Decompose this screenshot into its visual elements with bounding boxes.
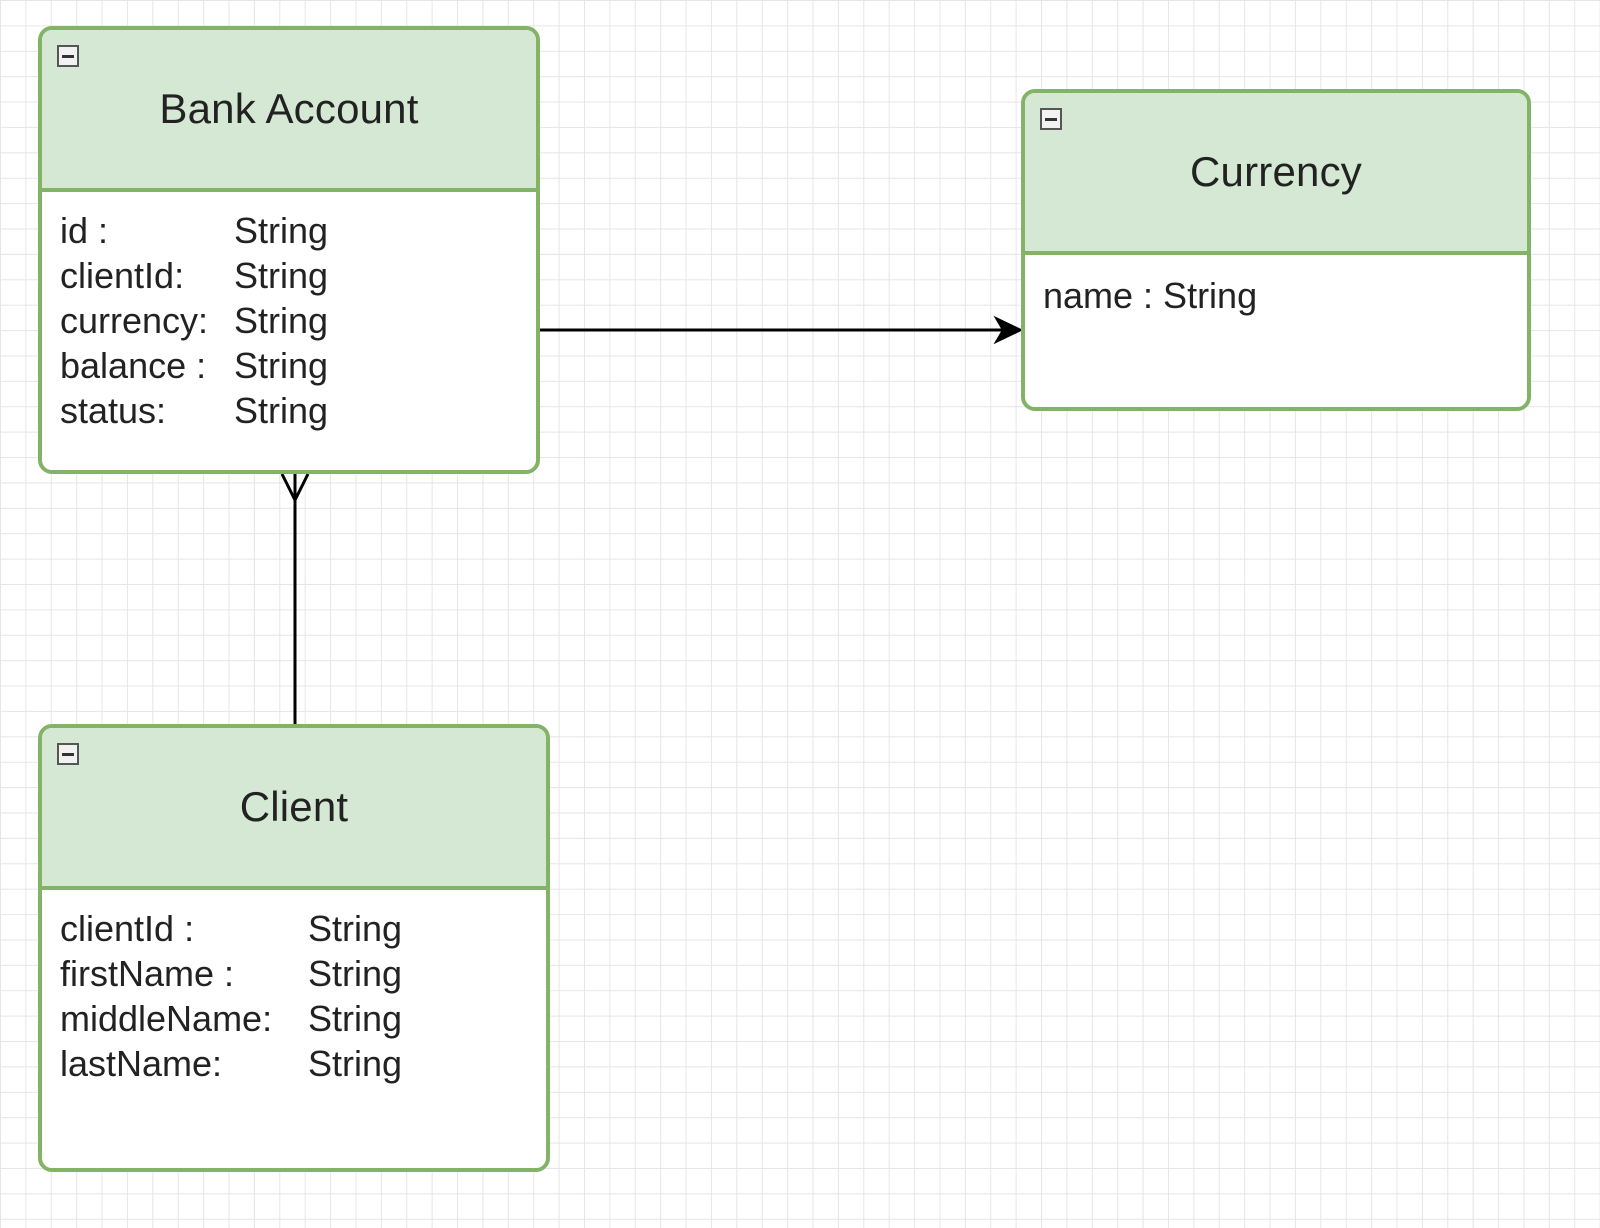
- minus-bar: [1045, 117, 1057, 121]
- attribute-name: clientId:: [60, 255, 185, 296]
- attribute-name: currency:: [60, 300, 209, 341]
- attribute-type: String: [234, 255, 329, 296]
- attribute-type: String: [308, 953, 403, 994]
- attribute-row[interactable]: lastName: String: [60, 1041, 528, 1086]
- entity-header[interactable]: Bank Account: [42, 30, 536, 192]
- connector-bank-account-to-currency[interactable]: [540, 315, 1024, 345]
- minus-square-icon[interactable]: [1040, 108, 1062, 130]
- minus-bar: [62, 752, 74, 756]
- attribute-name: firstName :: [60, 953, 235, 994]
- entity-attributes: clientId : String firstName : String mid…: [42, 890, 546, 1086]
- attribute-type: String: [234, 345, 329, 386]
- attribute-row[interactable]: clientId: String: [60, 253, 518, 298]
- attribute-name: id :: [60, 210, 109, 251]
- minus-bar: [62, 54, 74, 58]
- entity-header[interactable]: Client: [42, 728, 546, 890]
- attribute-name: status:: [60, 390, 167, 431]
- entity-attributes: id : String clientId: String currency: S…: [42, 192, 536, 433]
- attribute-row[interactable]: middleName: String: [60, 996, 528, 1041]
- attribute-type: String: [234, 210, 329, 251]
- attribute-row[interactable]: currency: String: [60, 298, 518, 343]
- attribute-type: String: [308, 908, 403, 949]
- entity-currency[interactable]: Currency name : String: [1021, 89, 1531, 411]
- minus-square-icon[interactable]: [57, 743, 79, 765]
- attribute-name: balance :: [60, 345, 207, 386]
- attribute-name: clientId :: [60, 908, 195, 949]
- entity-title: Bank Account: [159, 85, 419, 132]
- entity-title: Client: [239, 783, 349, 830]
- attribute-type: String: [234, 300, 329, 341]
- attribute-row[interactable]: status: String: [60, 388, 518, 433]
- entity-header[interactable]: Currency: [1025, 93, 1527, 255]
- entity-title: Currency: [1190, 148, 1362, 195]
- arrow-head-icon: [993, 315, 1024, 345]
- entity-client[interactable]: Client clientId : String firstName : Str…: [38, 724, 550, 1172]
- attribute-row[interactable]: name : String: [1043, 273, 1509, 318]
- attribute-text: name : String: [1043, 275, 1258, 316]
- attribute-row[interactable]: balance : String: [60, 343, 518, 388]
- attribute-name: middleName:: [60, 998, 273, 1039]
- attribute-type: String: [308, 998, 403, 1039]
- entity-attributes: name : String: [1025, 255, 1527, 318]
- connector-client-to-bank-account[interactable]: [280, 473, 310, 724]
- attribute-type: String: [234, 390, 329, 431]
- minus-square-icon[interactable]: [57, 45, 79, 67]
- attribute-type: String: [308, 1043, 403, 1084]
- entity-bank-account[interactable]: Bank Account id : String clientId: Strin…: [38, 26, 540, 474]
- attribute-row[interactable]: clientId : String: [60, 906, 528, 951]
- attribute-name: lastName:: [60, 1043, 223, 1084]
- attribute-row[interactable]: id : String: [60, 208, 518, 253]
- attribute-row[interactable]: firstName : String: [60, 951, 528, 996]
- crows-foot-icon: [280, 473, 310, 504]
